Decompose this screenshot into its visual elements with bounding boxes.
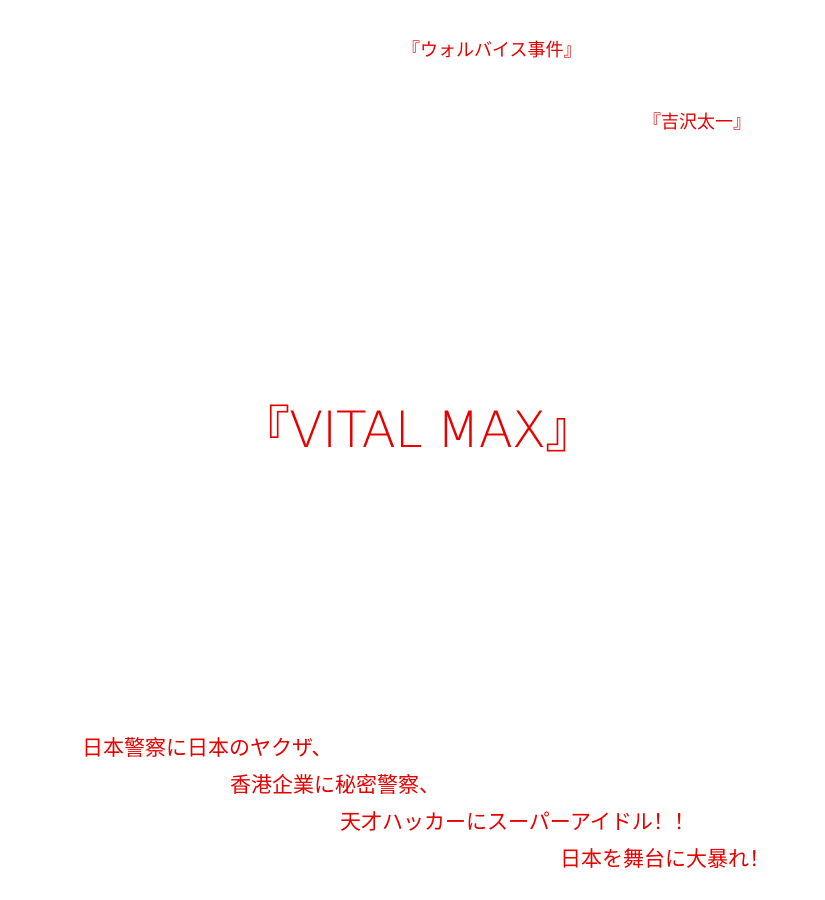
main-title: 『VITAL MAX』	[240, 401, 595, 459]
series-title: 『ウォルバイス事件』	[402, 40, 582, 61]
tagline-line-3: 天才ハッカーにスーパーアイドル！！	[340, 810, 695, 834]
tagline-line-2: 香港企業に秘密警察、	[230, 773, 440, 797]
tagline-line-1: 日本警察に日本のヤクザ、	[82, 736, 333, 760]
author-name: 『吉沢太一』	[643, 112, 751, 133]
tagline-line-4: 日本を舞台に大暴れ！	[560, 847, 770, 871]
